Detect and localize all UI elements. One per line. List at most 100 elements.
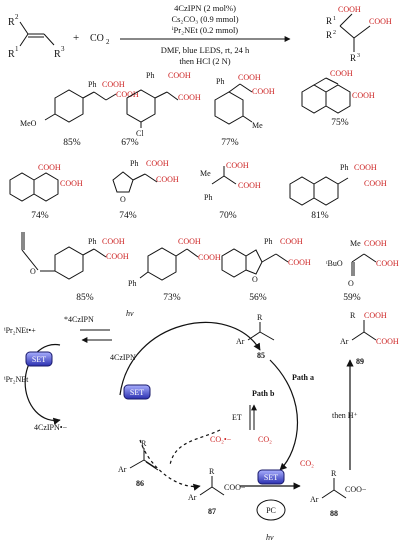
set-label-2: SET [130,388,144,397]
set-badge-1: SET [25,351,53,367]
p3-cooh-a: COOH [238,73,261,82]
product-1: Ph COOH COOH MeO [20,80,139,128]
condition-base: Cs₂CO₃ (0.9 mmol) [171,14,238,24]
p1-ph: Ph [88,80,96,89]
p11-o: O [252,275,258,284]
c87-r: R [209,467,215,476]
p6-cooh-b: COOH [156,175,179,184]
c88-coo: COO− [345,485,367,494]
c89-ar: Ar [340,337,349,346]
c85-number: 85 [257,351,265,360]
electron-transfer [249,404,257,430]
c87-coo: COO− [224,483,246,492]
r1-superscript: 1 [15,45,19,53]
yield-3: 77% [221,138,239,148]
co2-radical-anion: CO₂•− [210,435,232,444]
co2-reagent: CO [90,33,104,44]
p12-cooh-a: COOH [364,239,387,248]
p3-ph: Ph [216,77,224,86]
product-9: O Ph COOH COOH [21,232,129,280]
p5-cooh-a: COOH [38,163,61,172]
yield-9: 85% [76,293,94,303]
c89-number: 89 [356,357,364,366]
product-cooh-2: COOH [369,17,392,26]
product-2: Ph COOH COOH Cl [126,71,201,138]
p9-cooh-a: COOH [102,237,125,246]
yield-6: 74% [119,211,137,221]
product-3: Ph COOH COOH Me [214,73,275,130]
p12-cooh-b: COOH [376,259,399,268]
product-4: COOH COOH [301,69,375,114]
yield-10: 73% [163,293,181,303]
generic-product: COOH COOH R 1 R 2 R 3 [326,5,392,63]
c89-cooh-b: COOH [376,337,399,346]
p12-o: O [348,279,354,288]
set-badge-3: SET [257,469,285,485]
compound-85: Ar R 85 [236,313,275,360]
co2-subscript: 2 [106,38,110,46]
p7-me: Me [200,169,211,178]
hv-label-1: hv [126,309,134,318]
p3-me: Me [252,121,263,130]
r2-label: R [8,17,15,28]
yield-2: 67% [121,138,139,148]
et-label: ET [232,413,242,422]
p10-cooh-a: COOH [178,237,201,246]
p2-cooh-b: COOH [178,93,201,102]
r3-label: R [54,49,61,60]
p7-cooh-b: COOH [238,181,261,190]
plus-sign: + [73,32,79,44]
compound-86: Ar R 86 [118,439,159,488]
p10-cooh-b: COOH [198,253,221,262]
alkene-reactant [19,21,55,47]
p4-cooh-b: COOH [352,91,375,100]
product-8: Ph COOH COOH [289,163,387,206]
catalyst-ground: 4CzIPN [110,353,136,362]
condition-workup: then HCl (2 N) [179,56,230,66]
set-label-3: SET [264,473,278,482]
set-badge-2: SET [123,384,151,400]
p2-cl: Cl [136,129,144,138]
yield-12: 59% [343,293,361,303]
p2-ph: Ph [146,71,154,80]
p8-cooh-b: COOH [364,179,387,188]
p6-o: O [120,195,126,204]
path-b-label: Path b [252,389,275,398]
yield-1: 85% [63,138,81,148]
product-12: Me COOH COOH ᵗBuO O [326,239,399,288]
p1-cooh-b: COOH [116,90,139,99]
c85-r: R [257,313,263,322]
compound-87: Ar R COO− 87 [188,467,246,516]
co2-label-2: CO₂ [300,459,314,468]
ipr2net: ⁱPr₂NEt [4,375,29,384]
hv-label-2: hv [266,533,274,542]
main-cycle [119,321,354,491]
c87-number: 87 [208,507,216,516]
compound-89: Ar R COOH COOH 89 [340,311,399,366]
p6-cooh-a: COOH [146,159,169,168]
product-6: O Ph COOH COOH [112,159,179,204]
then-h-label: then H⁺ [332,411,358,420]
condition-amine: ⁱPr₂NEt (0.2 mmol) [172,25,238,35]
p11-ph: Ph [264,237,272,246]
catalyst-anion: 4CzIPN•− [34,423,68,432]
p10-ph: Ph [128,279,136,288]
p12-tbuo: ᵗBuO [326,259,343,268]
p9-ph: Ph [88,237,96,246]
p1-meo: MeO [20,119,37,128]
c86-number: 86 [136,479,144,488]
set-label-1: SET [32,355,46,364]
co2-label-1: CO₂ [258,435,272,444]
yield-7: 70% [219,211,237,221]
p3-cooh-b: COOH [252,87,275,96]
yield-5: 74% [31,211,49,221]
product-r2: R [326,30,332,40]
p8-cooh-a: COOH [354,163,377,172]
r2-superscript: 2 [15,13,19,21]
condition-catalyst: 4CzIPN (2 mol%) [174,3,236,13]
excited-catalyst: *4CzIPN [64,315,94,324]
p9-o: O [30,267,36,276]
compound-88: Ar R COO− 88 [310,469,367,518]
r1-label: R [8,49,15,60]
